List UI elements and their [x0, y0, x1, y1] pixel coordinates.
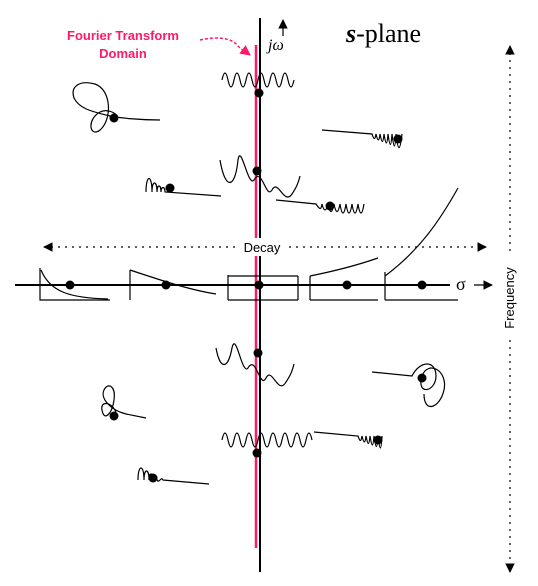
signal-jw-high-lower	[221, 432, 313, 448]
signal-right-lower	[313, 431, 383, 449]
pole-left-mid-upper	[165, 183, 175, 193]
decay-label: Decay	[244, 240, 281, 255]
pole-real-3	[254, 280, 264, 290]
pole-left-mid-lower	[109, 411, 119, 421]
pole-jw-high-lower	[252, 448, 262, 458]
pole-left-upper	[109, 113, 119, 123]
signal-jw-high-upper	[221, 72, 295, 88]
pole-jw-low-upper	[252, 166, 262, 176]
decay-label-bg	[238, 238, 286, 256]
signal-left-upper-spiral	[72, 82, 161, 133]
frequency-label: Frequency	[502, 267, 517, 329]
pole-right-mid-lower	[417, 373, 427, 383]
pole-real-1	[65, 280, 75, 290]
signal-right-mid-lower	[371, 363, 446, 407]
real-axis-signals	[39, 187, 459, 301]
frequency-label-bg	[500, 255, 520, 337]
pole-left-lower	[148, 473, 158, 483]
pole-right-upper	[393, 134, 403, 144]
fourier-label-line1: Fourier Transform	[67, 28, 179, 43]
pole-real-5	[417, 280, 427, 290]
pole-real-4	[342, 280, 352, 290]
plane-title: s-plane	[345, 19, 421, 48]
pole-right-lower	[373, 435, 383, 445]
fourier-pointer-arrow	[199, 37, 251, 56]
pole-jw-low-lower	[253, 348, 263, 358]
signal-right-upper	[321, 129, 403, 149]
signal-left-mid-lower	[101, 385, 147, 419]
jomega-label: jω	[266, 37, 284, 54]
signal-left-mid-upper	[145, 177, 222, 197]
signal-jw-low-lower	[215, 343, 295, 387]
signal-right-mid-upper	[275, 199, 365, 214]
pole-right-mid-upper	[325, 201, 335, 211]
sigma-label: σ	[456, 274, 466, 294]
signal-left-lower	[137, 467, 210, 485]
pole-jw-high-upper	[254, 88, 264, 98]
signal-jw-low-upper	[219, 155, 301, 198]
fourier-label-line2: Domain	[99, 46, 147, 61]
pole-real-2	[161, 280, 171, 290]
